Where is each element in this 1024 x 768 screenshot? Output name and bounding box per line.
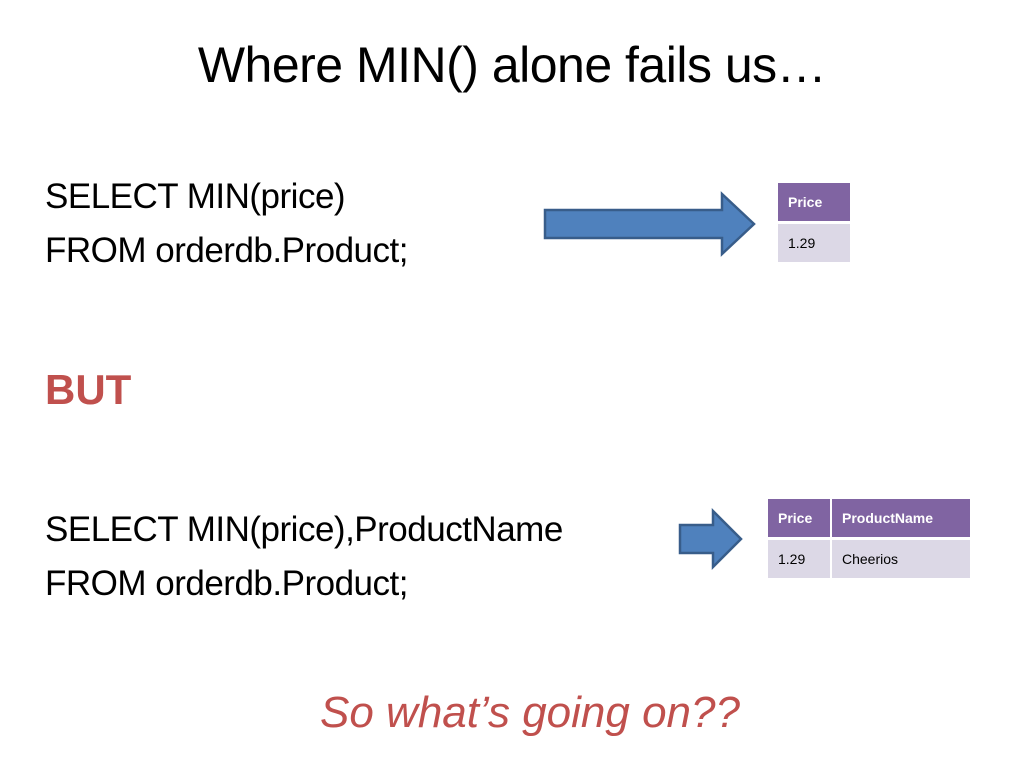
table-header-row: Price ProductName xyxy=(766,497,972,540)
query-1: SELECT MIN(price) FROM orderdb.Product; xyxy=(45,170,408,278)
query-2-line-2: FROM orderdb.Product; xyxy=(45,564,408,603)
result-table-2: Price ProductName 1.29 Cheerios xyxy=(766,497,972,580)
cell-price: 1.29 xyxy=(776,221,852,264)
cell-price: 1.29 xyxy=(766,537,832,580)
cell-productname: Cheerios xyxy=(830,537,972,580)
query-2: SELECT MIN(price),ProductName FROM order… xyxy=(45,503,563,611)
but-label: BUT xyxy=(45,366,132,413)
table-row: 1.29 xyxy=(776,221,852,264)
query-1-line-2: FROM orderdb.Product; xyxy=(45,231,408,270)
right-arrow-icon xyxy=(678,508,743,571)
closing-question: So what’s going on?? xyxy=(320,688,740,737)
query-2-line-1: SELECT MIN(price),ProductName xyxy=(45,510,563,549)
right-arrow-icon xyxy=(543,191,756,257)
table-header-row: Price xyxy=(776,181,852,224)
slide-title: Where MIN() alone fails us… xyxy=(197,37,827,93)
result-table-1: Price 1.29 xyxy=(776,181,852,264)
table-row: 1.29 Cheerios xyxy=(766,537,972,580)
column-header-price: Price xyxy=(766,497,832,540)
query-1-line-1: SELECT MIN(price) xyxy=(45,177,346,216)
column-header-productname: ProductName xyxy=(830,497,972,540)
column-header-price: Price xyxy=(776,181,852,224)
